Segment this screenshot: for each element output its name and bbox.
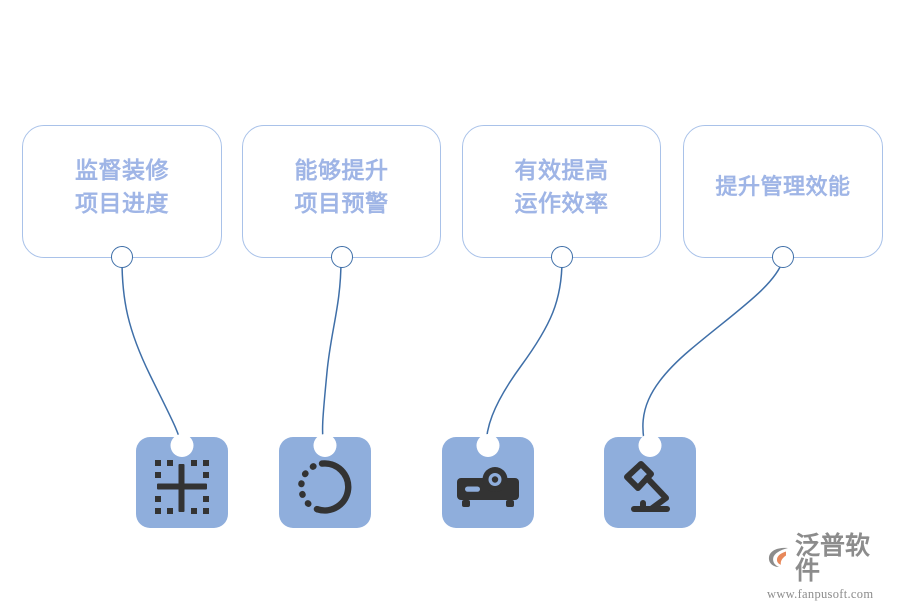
tile-1[interactable] [136,434,228,528]
card-2[interactable]: 能够提升 项目预警 [242,125,441,268]
card-1-label: 监督装修 项目进度 [75,156,169,216]
card-2-label: 能够提升 项目预警 [294,156,389,216]
connector-line-1 [121,259,183,448]
card-4[interactable]: 提升管理效能 [683,125,883,268]
connector-line-2 [321,259,342,448]
projector-icon [457,462,519,517]
logo-row: 泛普软件 [766,534,892,584]
tile-1-connector-node [170,434,194,457]
card-3-connector-node [550,246,573,268]
card-3-label: 有效提高 运作效率 [514,156,609,216]
desk-lamp-icon [621,458,679,521]
card-2-connector-node [330,246,353,268]
logo-website-url: www.fanpusoft.com [767,587,874,601]
dotted-progress-ring-icon [296,458,354,521]
card-3[interactable]: 有效提高 运作效率 [462,125,661,268]
fanpu-logo-mark-icon [766,544,792,575]
crop-crosshair-icon [153,458,211,521]
tile-3[interactable] [442,434,534,528]
card-4-label: 提升管理效能 [715,173,851,199]
tile-2-connector-node [313,434,337,457]
connector-line-4 [642,259,784,452]
tile-4-connector-node [638,434,662,457]
logo-company-name: 泛普软件 [795,532,871,585]
tile-4[interactable] [604,434,696,528]
tile-2[interactable] [279,434,371,528]
tile-3-connector-node [476,434,500,457]
card-1-connector-node [111,246,133,268]
fanpu-logo[interactable]: 泛普软件 www.fanpusoft.com [766,534,892,602]
connector-line-3 [485,259,563,448]
card-4-connector-node [772,246,794,268]
card-1[interactable]: 监督装修 项目进度 [22,125,222,268]
